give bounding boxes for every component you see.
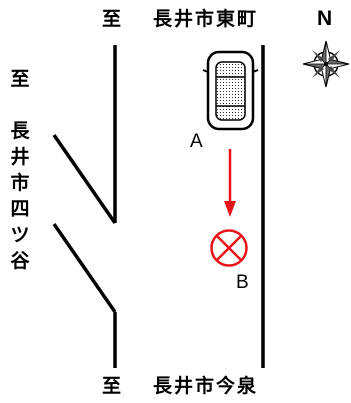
point-a-label: A [190,131,203,152]
circle-x-marker-icon [210,229,248,267]
to-label-south: 至 [102,375,122,397]
to-label-north: 至 [102,8,122,30]
compass-rose-icon [302,40,350,88]
side-road-lower-edge [52,223,117,313]
side-road-upper-edge [52,134,117,224]
west-destination-label: 長井市四ツ谷 [10,120,30,272]
main-road [113,45,265,368]
compass-north-label: N [317,7,333,30]
side-road [52,134,117,313]
north-destination-label: 長井市東町 [153,8,259,30]
point-b-label: B [236,272,249,293]
down-arrow-icon [224,149,236,217]
car-top-view-icon [202,50,259,131]
to-label-west: 至 [10,68,30,90]
south-destination-label: 長井市今泉 [153,375,259,397]
